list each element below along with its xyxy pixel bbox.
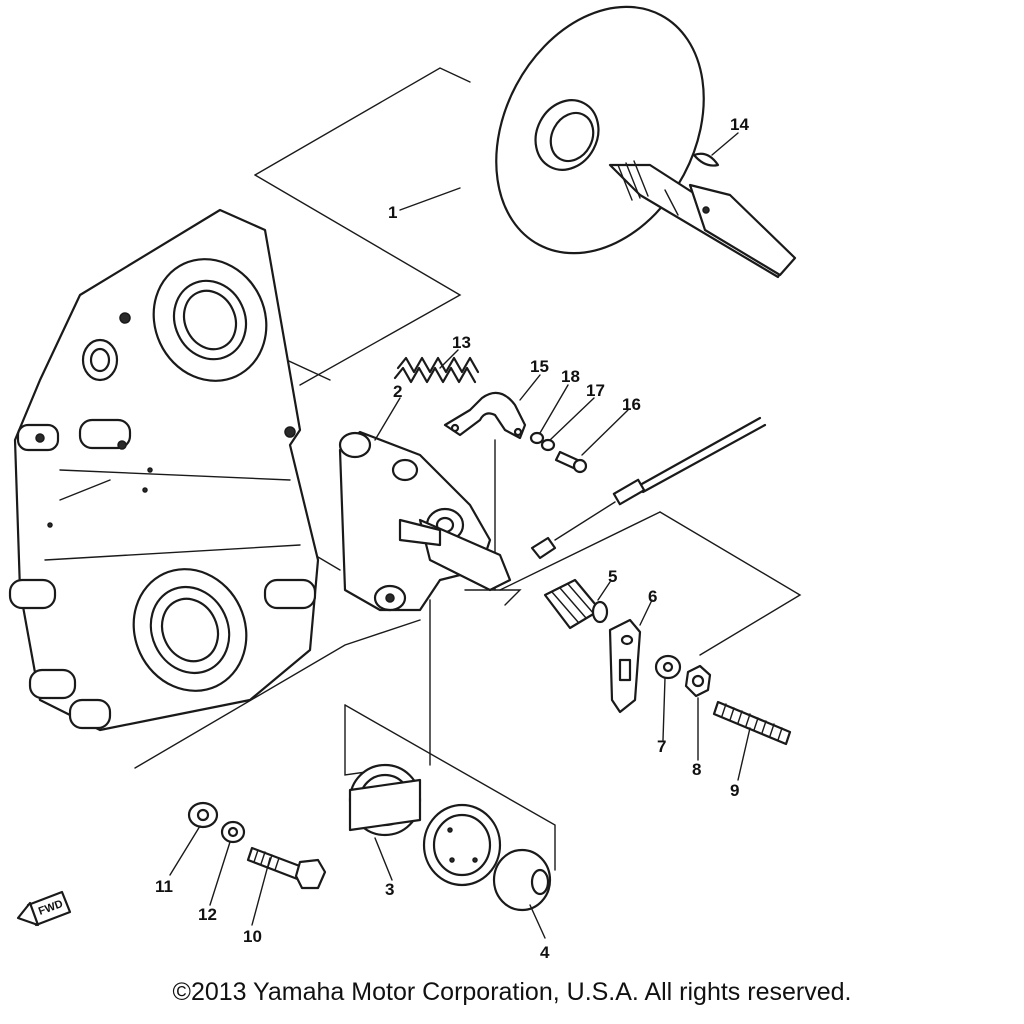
part-label-13: 13 — [452, 333, 471, 352]
part-label-12: 12 — [198, 905, 217, 924]
part-label-16: 16 — [622, 395, 641, 414]
part-label-9: 9 — [730, 781, 739, 800]
flat-washer-7 — [654, 654, 682, 680]
part-label-1: 1 — [388, 203, 397, 222]
cable-clamp — [443, 391, 527, 440]
flat-washer-11 — [187, 801, 219, 829]
hex-nut-8 — [684, 664, 712, 698]
part-label-7: 7 — [657, 737, 666, 756]
woodruff-key — [692, 152, 720, 167]
part-label-8: 8 — [692, 760, 701, 779]
small-fasteners — [529, 431, 588, 474]
lever-arm — [608, 618, 642, 714]
part-labels: 1 2 3 4 5 6 7 8 9 10 11 12 13 14 15 16 1… — [155, 115, 749, 960]
fwd-arrow-icon: FWD — [16, 890, 72, 927]
drive-sheave-disc — [495, 5, 797, 279]
part-label-6: 6 — [648, 587, 657, 606]
lock-washer-12 — [220, 820, 246, 844]
worm-gear — [543, 578, 609, 630]
part-label-17: 17 — [586, 381, 605, 400]
part-label-4: 4 — [540, 943, 550, 960]
copyright-notice: ©2013 Yamaha Motor Corporation, U.S.A. A… — [172, 978, 852, 1006]
part-label-18: 18 — [561, 367, 580, 386]
part-label-2: 2 — [393, 382, 402, 401]
spring — [393, 356, 480, 384]
end-cap-4 — [492, 848, 552, 912]
leader-lines — [169, 132, 751, 939]
part-label-14: 14 — [730, 115, 749, 134]
part-label-10: 10 — [243, 927, 262, 946]
bracket-housing — [338, 430, 512, 612]
parts-diagram: FWD 1 2 3 4 5 6 7 8 9 10 11 12 13 — [8, 5, 802, 960]
pulley-halves — [348, 763, 502, 887]
part-label-15: 15 — [530, 357, 549, 376]
part-label-5: 5 — [608, 567, 617, 586]
transmission-case — [8, 208, 320, 732]
part-label-3: 3 — [385, 880, 394, 899]
threaded-rod-9 — [712, 700, 792, 746]
bolt-10 — [246, 846, 327, 890]
control-cable — [530, 416, 767, 560]
part-label-11: 11 — [155, 877, 173, 896]
